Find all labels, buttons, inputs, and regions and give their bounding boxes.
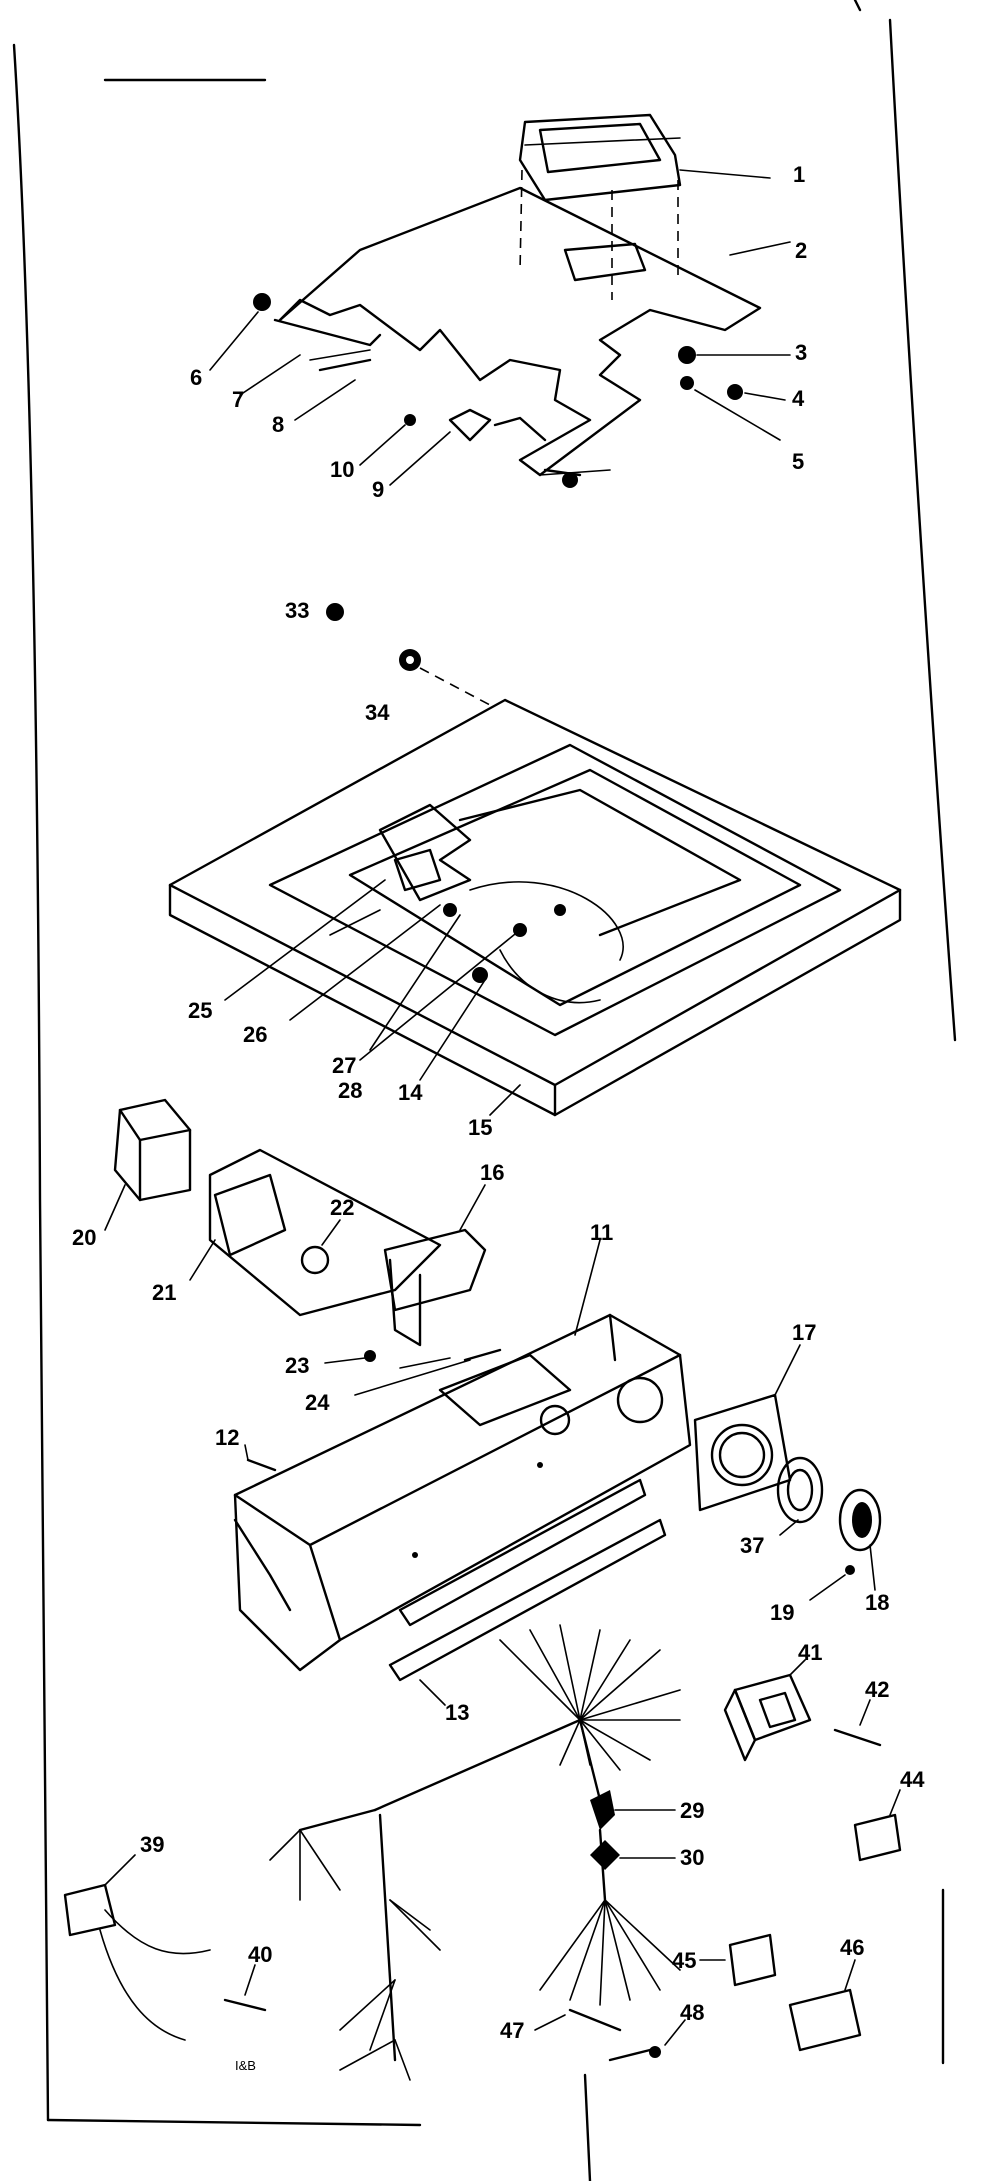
label-11: 11	[590, 1220, 613, 1245]
part-45-block	[699, 1933, 777, 1987]
corner-mark: I&B	[235, 2058, 256, 2073]
label-34: 34	[365, 700, 390, 725]
label-37: 37	[740, 1533, 764, 1558]
part-15-base-pan	[168, 698, 902, 1117]
label-15: 15	[468, 1115, 492, 1140]
part-1-filter-cover	[518, 113, 771, 300]
label-8: 8	[272, 412, 284, 437]
label-18: 18	[865, 1590, 889, 1615]
label-12: 12	[215, 1425, 239, 1450]
label-33: 33	[285, 598, 309, 623]
part-12-screw	[244, 1444, 277, 1472]
part-41-switch	[723, 1659, 812, 1762]
label-47: 47	[500, 2018, 524, 2043]
part-11-housing	[233, 1239, 692, 1672]
label-44: 44	[900, 1767, 925, 1792]
label-42: 42	[865, 1677, 889, 1702]
part-9-10-clip	[359, 408, 582, 488]
part-33-34-hardware	[326, 603, 491, 706]
part-6-7-8-linkage	[209, 293, 382, 421]
label-16: 16	[480, 1160, 504, 1185]
label-6: 6	[190, 365, 202, 390]
label-5: 5	[792, 449, 804, 474]
part-47-48-terminals	[534, 2008, 686, 2062]
label-26: 26	[243, 1022, 267, 1047]
label-28: 28	[338, 1078, 362, 1103]
label-27: 27	[332, 1053, 356, 1078]
part-3-4-5-fasteners	[678, 346, 791, 441]
leaders-25-28-14	[224, 879, 521, 1116]
part-20-relay-box	[104, 1098, 192, 1231]
part-23-24-screws	[324, 1348, 502, 1396]
label-14: 14	[398, 1080, 423, 1105]
part-42-connector	[833, 1699, 882, 1747]
part-16-bracket	[383, 1184, 487, 1347]
label-30: 30	[680, 1845, 704, 1870]
label-48: 48	[680, 2000, 704, 2025]
part-39-40-sensor	[63, 1854, 267, 2041]
label-23: 23	[285, 1353, 309, 1378]
label-17: 17	[792, 1320, 816, 1345]
wiring-harness	[269, 1624, 681, 2081]
label-39: 39	[140, 1832, 164, 1857]
part-44-relay	[853, 1789, 902, 1862]
label-46: 46	[840, 1935, 864, 1960]
part-46-block	[788, 1959, 862, 2052]
part-37-18-19	[776, 1456, 882, 1601]
part-13-rail	[388, 1518, 667, 1706]
label-25: 25	[188, 998, 212, 1023]
part-17-gasket	[693, 1344, 801, 1512]
label-22: 22	[330, 1195, 354, 1220]
label-1: 1	[793, 162, 805, 187]
label-24: 24	[305, 1390, 330, 1415]
label-3: 3	[795, 340, 807, 365]
label-7: 7	[232, 387, 244, 412]
label-9: 9	[372, 477, 384, 502]
part-21-22-bracket	[189, 1148, 442, 1317]
label-29: 29	[680, 1798, 704, 1823]
label-4: 4	[792, 386, 805, 411]
label-13: 13	[445, 1700, 469, 1725]
page-frame	[12, 0, 957, 2181]
part-labels: 1 2 3 4 5 6 7 8 9 10 11 12 13 14 15 16 1…	[72, 162, 925, 2073]
label-2: 2	[795, 238, 807, 263]
label-41: 41	[798, 1640, 822, 1665]
label-10: 10	[330, 457, 354, 482]
part-2-top-plate	[278, 186, 791, 477]
label-21: 21	[152, 1280, 176, 1305]
label-19: 19	[770, 1600, 794, 1625]
label-40: 40	[248, 1942, 272, 1967]
label-20: 20	[72, 1225, 96, 1250]
label-45: 45	[672, 1948, 696, 1973]
